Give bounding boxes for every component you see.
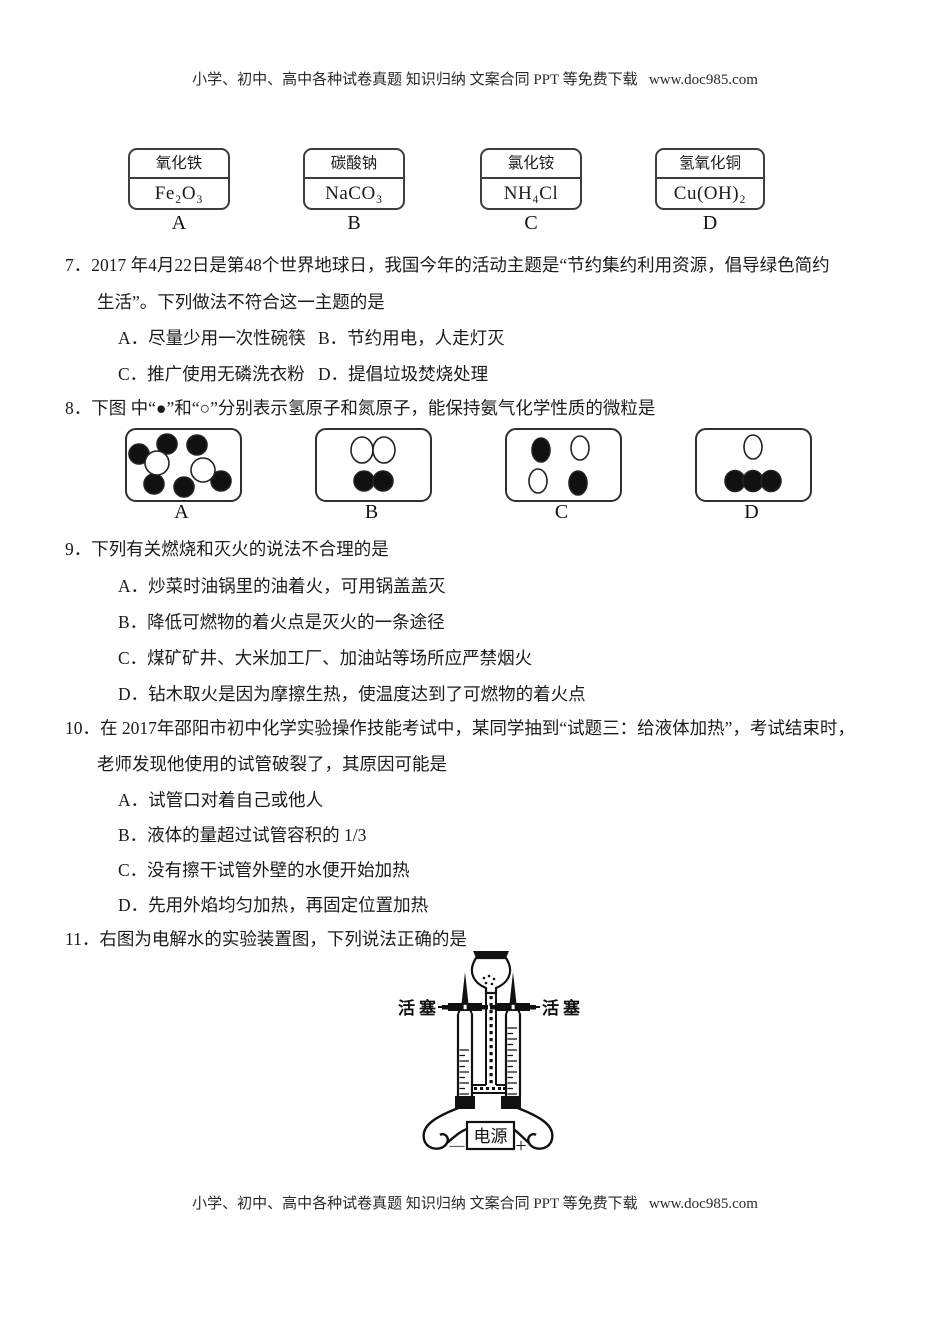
substance-formula: NH₄Cl	[503, 183, 559, 204]
substance-name: 氢氧化铜	[657, 150, 763, 179]
substance-formula: Cu(OH)₂	[673, 183, 747, 204]
q9-stem: 9．下列有关燃烧和灭火的说法不合理的是	[65, 538, 389, 560]
q9-stem-text: 下列有关燃烧和灭火的说法不合理的是	[91, 539, 389, 559]
q10-option-b: B．液体的量超过试管容积的 1/3	[118, 825, 367, 845]
molecule-diagram-b	[315, 428, 432, 502]
q11-stem: 11．右图为电解水的实验装置图，下列说法正确的是	[65, 928, 467, 950]
electrolysis-drawing: 电源 — + 活塞 活塞	[398, 951, 584, 1157]
left-electrode	[455, 1096, 475, 1109]
q9-number: 9．	[65, 539, 92, 559]
molecule-diagram-d	[695, 428, 812, 502]
central-tube-dots	[489, 996, 493, 1084]
power-supply-box: 电源	[465, 1120, 516, 1151]
free-atoms-drawing	[528, 435, 590, 496]
substance-name: 氯化铵	[482, 150, 580, 179]
power-supply-label: 电源	[474, 1127, 508, 1146]
q10-option-c: C．没有擦干试管外壁的水便开始加热	[118, 860, 410, 880]
substance-box-c: 氯化铵 NH₄Cl	[480, 148, 582, 210]
q11-number: 11．	[65, 929, 100, 949]
right-piston-label: 活塞	[542, 998, 584, 1018]
substance-label-a: A	[171, 212, 187, 234]
right-electrode	[501, 1096, 521, 1109]
substance-label-d: D	[702, 212, 718, 234]
substance-formula: NaCO₃	[325, 183, 383, 204]
substance-name: 碳酸钠	[305, 150, 403, 179]
substance-formula: Fe₂O₃	[154, 183, 204, 204]
substance-label-b: B	[347, 212, 361, 234]
q10-number: 10．	[65, 718, 100, 738]
q7-option-a: A．尽量少用一次性碗筷	[118, 328, 306, 348]
left-piston-label: 活塞	[398, 998, 440, 1018]
q9-option-c: C．煤矿矿井、大米加工厂、加油站等场所应严禁烟火	[118, 648, 533, 668]
q7-option-d: D．提倡垃圾焚烧处理	[318, 364, 489, 384]
substance-name: 氧化铁	[130, 150, 228, 179]
q8-label-d: D	[744, 501, 759, 523]
left-gas-tube	[442, 972, 488, 1096]
q10-stem-line2: 老师发现他使用的试管破裂了，其原因可能是	[97, 754, 447, 774]
q8-number: 8．	[65, 398, 92, 418]
q8-stem-text: 下图 中“●”和“○”分别表示氢原子和氮原子，能保持氨气化学性质的微粒是	[91, 398, 656, 418]
q9-option-a: A．炒菜时油锅里的油着火，可用锅盖盖灭	[118, 576, 446, 596]
q7-stem-line1: 7．2017 年4月22日是第48个世界地球日，我国今年的活动主题是“节约集约利…	[65, 254, 830, 276]
electrolysis-apparatus-diagram: 电源 — + 活塞 活塞	[385, 946, 615, 1170]
q9-option-b: B．降低可燃物的着火点是灭火的一条途径	[118, 612, 445, 632]
q10-stem-line1: 10．在 2017年邵阳市初中化学实验操作技能考试中，某同学抽到“试题三：给液体…	[65, 717, 855, 739]
negative-terminal-sign: —	[449, 1138, 466, 1154]
q7-option-c: C．推广使用无磷洗衣粉	[118, 364, 305, 384]
q9-option-d: D．钻木取火是因为摩擦生热，使温度达到了可燃物的着火点	[118, 684, 586, 704]
q10-option-a: A．试管口对着自己或他人	[118, 790, 324, 810]
q8-label-a: A	[174, 501, 189, 523]
page-header: 小学、初中、高中各种试卷真题 知识归纳 文案合同 PPT 等免费下载 www.d…	[192, 72, 758, 88]
q7-number: 7．	[65, 255, 92, 275]
positive-terminal-sign: +	[515, 1135, 526, 1157]
substance-box-d: 氢氧化铜 Cu(OH)₂	[655, 148, 765, 210]
q8-stem: 8．下图 中“●”和“○”分别表示氢原子和氮原子，能保持氨气化学性质的微粒是	[65, 397, 655, 419]
q11-stem-text: 右图为电解水的实验装置图，下列说法正确的是	[99, 929, 467, 949]
q7-option-b: B．节约用电，人走灯灭	[318, 328, 505, 348]
atom-cluster-drawing	[724, 434, 782, 493]
left-wire	[422, 1105, 468, 1150]
q8-label-b: B	[364, 501, 379, 523]
substance-box-a: 氧化铁 Fe₂O₃	[128, 148, 230, 210]
page-footer: 小学、初中、高中各种试卷真题 知识归纳 文案合同 PPT 等免费下载 www.d…	[192, 1196, 758, 1212]
q10-stem-text: 在 2017年邵阳市初中化学实验操作技能考试中，某同学抽到“试题三：给液体加热”…	[100, 718, 855, 738]
molecule-diagram-c	[505, 428, 622, 502]
q7-stem-text: 2017 年4月22日是第48个世界地球日，我国今年的活动主题是“节约集约利用资…	[91, 255, 830, 275]
molecule-diagram-a	[125, 428, 242, 502]
q8-label-c: C	[554, 501, 569, 523]
q7-stem-line2: 生活”。下列做法不符合这一主题的是	[97, 292, 385, 312]
n2-h2-molecules-drawing	[350, 436, 396, 492]
q10-option-d: D．先用外焰均匀加热，再固定位置加热	[118, 895, 429, 915]
ammonia-molecules-drawing	[128, 433, 232, 498]
right-gas-tube	[490, 972, 536, 1096]
thistle-funnel	[470, 951, 512, 995]
bottom-tube-dots	[474, 1087, 506, 1090]
substance-box-b: 碳酸钠 NaCO₃	[303, 148, 405, 210]
substance-label-c: C	[524, 212, 538, 234]
bottom-connecting-tube	[472, 1084, 506, 1094]
